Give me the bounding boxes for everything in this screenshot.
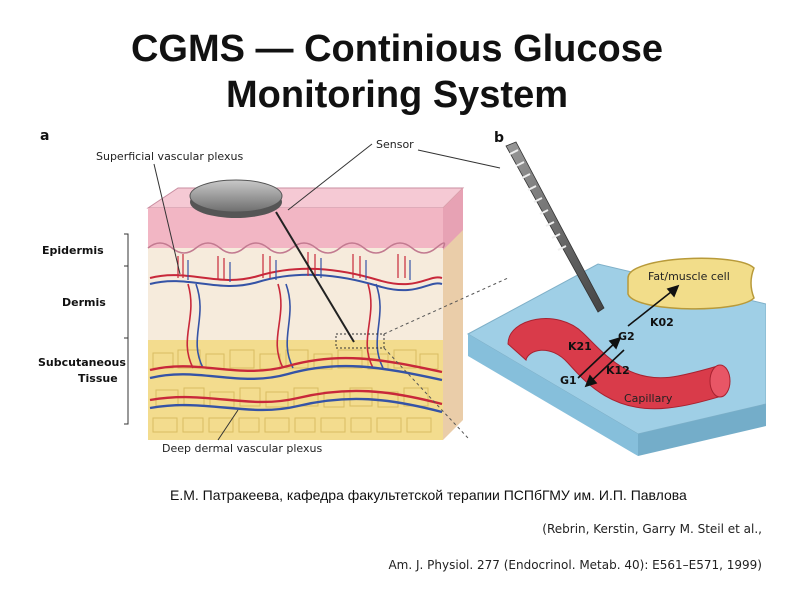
title-line-2: Monitoring System: [0, 72, 794, 118]
label-fat-muscle-cell: Fat/muscle cell: [648, 270, 730, 283]
label-k02: K02: [650, 316, 674, 329]
cgms-figure: a b: [38, 128, 766, 458]
slide-title: CGMS — Continious Glucose Monitoring Sys…: [0, 26, 794, 118]
fat-muscle-cell: [628, 258, 754, 309]
sensor-needle: [506, 142, 604, 312]
reference-line-1: (Rebrin, Kerstin, Garry M. Steil et al.,: [542, 522, 762, 536]
reference-line-2: Am. J. Physiol. 277 (Endocrinol. Metab. …: [388, 558, 762, 572]
layer-brackets: [124, 234, 128, 424]
label-superficial-plexus: Superficial vascular plexus: [96, 150, 243, 163]
needle-coil: [510, 150, 566, 250]
label-capillary: Capillary: [624, 392, 673, 405]
title-line-1: CGMS — Continious Glucose: [0, 26, 794, 72]
capillary-opening: [710, 365, 730, 397]
label-epidermis: Epidermis: [42, 244, 104, 257]
author-credit: Е.М. Патракеева, кафедра факультетской т…: [170, 487, 687, 503]
label-g1: G1: [560, 374, 577, 387]
epidermis-layer: [148, 208, 443, 248]
label-dermis: Dermis: [62, 296, 106, 309]
label-k12: K12: [606, 364, 630, 377]
label-subcutaneous-1: Subcutaneous: [38, 356, 126, 369]
panel-b-letter: b: [494, 130, 504, 146]
dermis-layer: [148, 248, 443, 340]
interstitial-block: Fat/muscle cell Capillary K02 G2 K21 K12…: [468, 258, 766, 456]
label-k21: K21: [568, 340, 592, 353]
panel-a-letter: a: [40, 128, 49, 144]
label-deep-plexus: Deep dermal vascular plexus: [162, 442, 322, 455]
skin-block: [148, 188, 463, 440]
label-g2: G2: [618, 330, 635, 343]
label-subcutaneous-2: Tissue: [78, 372, 118, 385]
label-sensor: Sensor: [376, 138, 414, 151]
leader-sensor-b: [418, 150, 500, 168]
